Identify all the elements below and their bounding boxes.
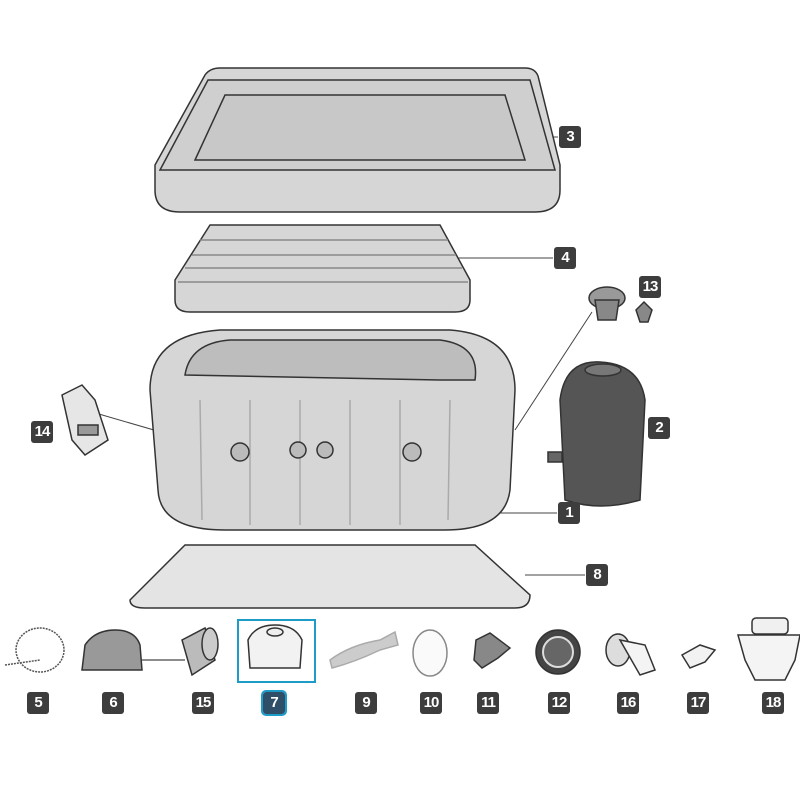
part-label-3[interactable]: 3 bbox=[559, 126, 581, 148]
part-label-11[interactable]: 11 bbox=[477, 692, 499, 714]
part-label-9[interactable]: 9 bbox=[355, 692, 377, 714]
part-label-14[interactable]: 14 bbox=[31, 421, 53, 443]
part-label-15[interactable]: 15 bbox=[192, 692, 214, 714]
part-3-cover[interactable] bbox=[154, 67, 561, 213]
selected-part-highlight bbox=[237, 619, 316, 683]
part-label-10[interactable]: 10 bbox=[420, 692, 442, 714]
part-7-filter-cover[interactable] bbox=[247, 624, 303, 669]
part-label-5[interactable]: 5 bbox=[27, 692, 49, 714]
part-label-17[interactable]: 17 bbox=[687, 692, 709, 714]
part-10-part[interactable] bbox=[412, 629, 448, 677]
part-label-1[interactable]: 1 bbox=[558, 502, 580, 524]
part-15-filter-cartridge[interactable] bbox=[181, 626, 219, 677]
part-label-13[interactable]: 13 bbox=[639, 276, 661, 298]
part-5-hose[interactable] bbox=[4, 627, 65, 673]
part-label-7-selected[interactable]: 7 bbox=[261, 690, 287, 716]
part-label-18[interactable]: 18 bbox=[762, 692, 784, 714]
part-17-part[interactable] bbox=[680, 644, 717, 669]
part-6-filter-housing[interactable] bbox=[81, 629, 185, 671]
part-label-16[interactable]: 16 bbox=[617, 692, 639, 714]
part-4-lid[interactable] bbox=[174, 224, 471, 313]
part-label-8[interactable]: 8 bbox=[586, 564, 608, 586]
part-8-mat[interactable] bbox=[129, 544, 531, 609]
part-label-12[interactable]: 12 bbox=[548, 692, 570, 714]
part-2-pump[interactable] bbox=[547, 361, 646, 507]
part-label-2[interactable]: 2 bbox=[648, 417, 670, 439]
part-label-6[interactable]: 6 bbox=[102, 692, 124, 714]
part-9-wrench[interactable] bbox=[329, 630, 399, 669]
part-label-4[interactable]: 4 bbox=[554, 247, 576, 269]
part-14-buckle[interactable] bbox=[61, 384, 109, 456]
part-18-part[interactable] bbox=[737, 617, 800, 681]
part-16-part[interactable] bbox=[605, 633, 656, 676]
part-12-cap[interactable] bbox=[535, 629, 581, 675]
part-1-spa[interactable] bbox=[149, 329, 516, 531]
part-11-part[interactable] bbox=[473, 632, 512, 669]
part-13-valve[interactable] bbox=[588, 286, 653, 323]
